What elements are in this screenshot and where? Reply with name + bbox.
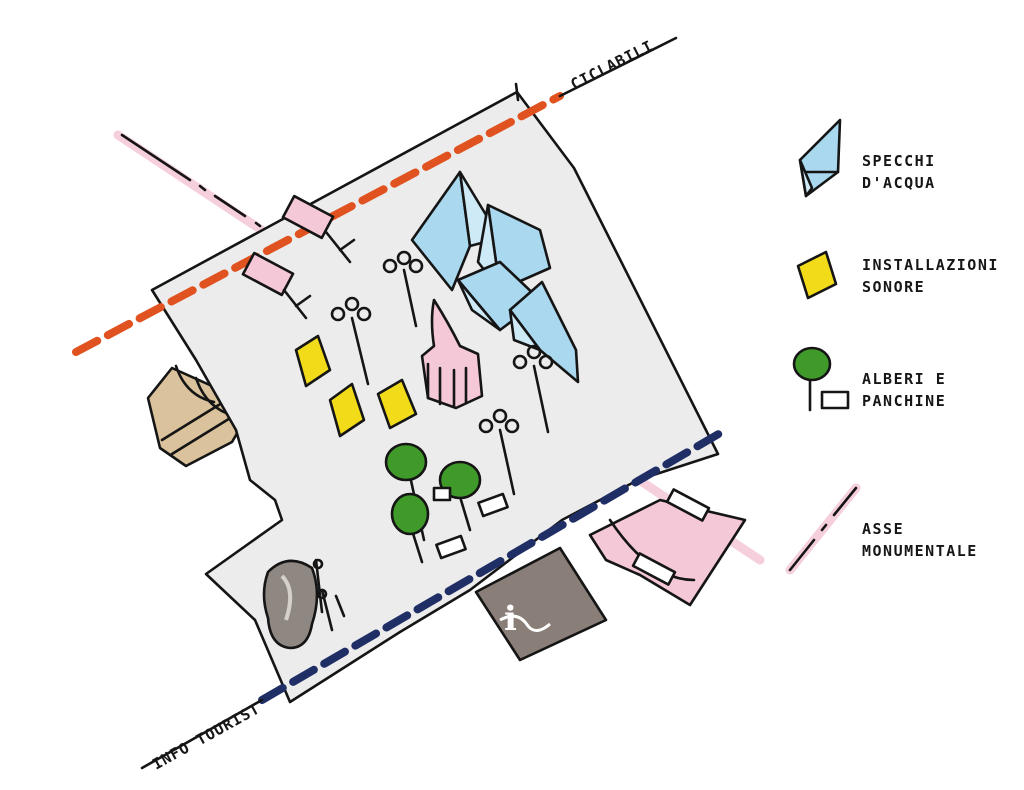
sound-installation-icon [796, 250, 838, 300]
sculpture-and-people [262, 558, 346, 650]
bike-racks [241, 194, 356, 320]
bench-icon [820, 390, 850, 410]
sound-installations [294, 334, 418, 438]
tree-icon [792, 346, 832, 412]
water-mirrors [410, 170, 580, 384]
info-point: i [474, 546, 608, 662]
cycle-path-label: CICLABILI [568, 37, 657, 94]
pink-area [588, 488, 747, 607]
monument [420, 298, 484, 410]
trees-and-benches [384, 442, 509, 564]
monumental-axis-icon [785, 483, 861, 575]
info-icon: i [504, 599, 517, 639]
info-route [258, 428, 726, 704]
water-mirror-icon [798, 118, 842, 198]
street-lamps [330, 250, 554, 496]
info-route-label: INFO TOURIST [149, 699, 263, 773]
